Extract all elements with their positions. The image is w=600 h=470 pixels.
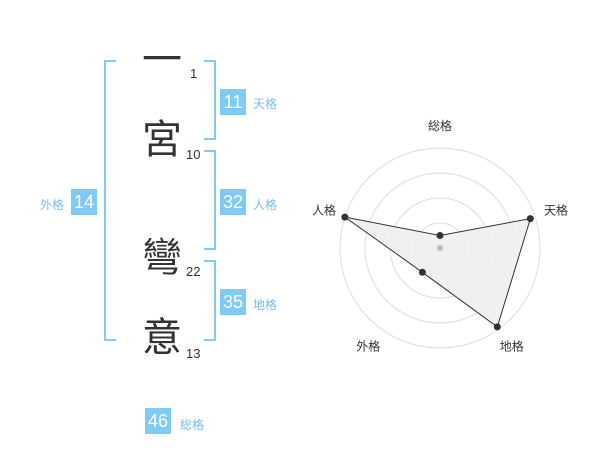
stroke-count-1: 1	[190, 66, 198, 81]
radar-point-4	[418, 268, 426, 276]
stroke-count-2: 10	[186, 147, 201, 162]
radar-point-2	[526, 215, 534, 223]
stroke-count-4: 13	[186, 346, 201, 361]
radar-point-1	[436, 232, 444, 239]
radar-point-5	[341, 213, 349, 221]
gaikaku-value-badge: 14	[71, 189, 98, 215]
gaikaku-bracket	[104, 60, 116, 341]
chikaku-bracket	[204, 260, 216, 341]
name-char-2: 宮	[142, 117, 182, 163]
radar-axis-label-3: 地格	[500, 339, 524, 354]
radar-point-3	[493, 323, 501, 331]
radar-center-dot	[437, 245, 443, 251]
jinkaku-label: 人格	[253, 198, 278, 212]
radar-data-area	[344, 216, 532, 328]
chikaku-label: 地格	[253, 298, 278, 312]
chikaku-value-badge: 35	[220, 289, 247, 315]
stroke-count-3: 22	[186, 264, 201, 279]
name-char-1: 一	[142, 37, 182, 83]
tenkaku-label: 天格	[253, 97, 278, 111]
soukaku-value-badge: 46	[145, 408, 172, 434]
radar-axis-label-1: 総格	[428, 118, 452, 133]
jinkaku-value-badge: 32	[220, 189, 247, 215]
name-char-3: 彎	[142, 235, 182, 281]
jinkaku-bracket	[204, 150, 216, 250]
tenkaku-bracket	[204, 60, 216, 140]
radar-axis-label-2: 天格	[544, 202, 568, 217]
soukaku-label: 総格	[180, 418, 205, 432]
radar-ring-4	[339, 147, 541, 349]
gaikaku-label: 外格	[40, 198, 65, 212]
radar-axis-label-4: 外格	[356, 339, 380, 354]
name-char-4: 意	[142, 315, 182, 361]
tenkaku-value-badge: 11	[220, 89, 246, 115]
radar-axis-label-5: 人格	[312, 202, 336, 217]
